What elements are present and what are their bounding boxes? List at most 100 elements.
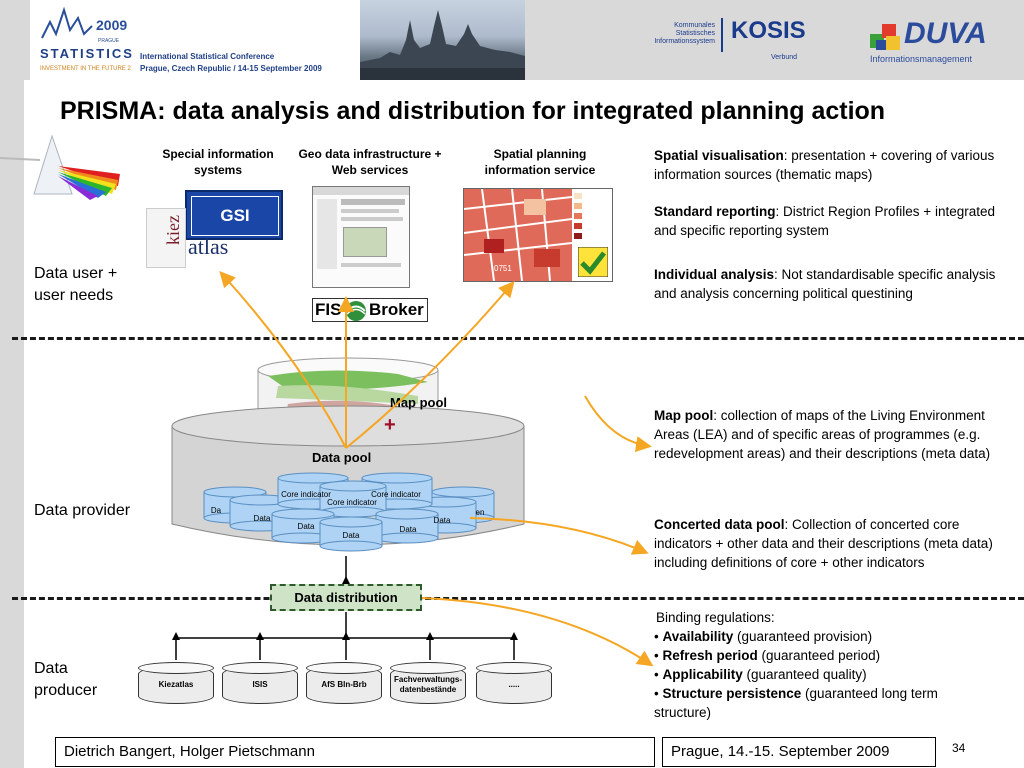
producer-afs: AfS Bln-Brb bbox=[306, 662, 382, 708]
data-pool-label: Data pool bbox=[312, 450, 372, 465]
label-data-provider: Data provider bbox=[34, 502, 131, 519]
producer-label: ..... bbox=[508, 680, 520, 689]
producer-cap bbox=[476, 662, 552, 674]
service-label-geo: Geo data infrastructure + Web services bbox=[298, 147, 442, 177]
legend-swatch bbox=[574, 213, 582, 219]
producer-label: Kiezatlas bbox=[158, 680, 194, 689]
fis-text: FIS bbox=[315, 300, 342, 319]
spatial-visualisation-desc: : presentation + covering of various inf… bbox=[654, 148, 995, 182]
map-area-label: 0751 bbox=[494, 264, 512, 273]
service-label-spatial: Spatial planning information service bbox=[484, 147, 596, 177]
binding-item-availability-bold: Availability bbox=[662, 629, 734, 644]
browser-sidebar bbox=[317, 199, 337, 269]
kosis-sub: Verbund bbox=[771, 54, 798, 61]
spatial-visualisation-heading: Spatial visualisation bbox=[654, 148, 784, 163]
data-label-far-left: Da bbox=[210, 506, 222, 515]
spatial-planning-map: 0751 bbox=[463, 188, 613, 282]
kosis-left-line-1: Kommunales bbox=[674, 22, 715, 29]
kosis-name: KOSIS bbox=[731, 17, 806, 44]
producer-label: AfS Bln-Brb bbox=[321, 680, 367, 689]
spatial-visualisation-text: Spatial visualisation: presentation + co… bbox=[654, 146, 1020, 184]
footer-place-date: Prague, 14.-15. September 2009 bbox=[662, 737, 936, 767]
conference-line-2: Prague, Czech Republic / 14-15 September… bbox=[140, 64, 322, 73]
text-line bbox=[341, 263, 401, 267]
gsi-logo-text: GSI SYSTEM bbox=[191, 196, 279, 263]
standard-reporting-text: Standard reporting: District Region Prof… bbox=[654, 202, 1020, 240]
duva-logo: DUVA Informationsmanagement bbox=[868, 18, 1008, 68]
thematic-map: 0751 bbox=[463, 188, 573, 282]
producer-label: ISIS bbox=[252, 680, 268, 689]
standard-reporting-heading: Standard reporting bbox=[654, 204, 776, 219]
atlas-logo-text: atlas bbox=[188, 234, 229, 259]
broker-text: Broker bbox=[369, 300, 424, 319]
legend-swatch bbox=[574, 223, 582, 229]
logo-city: PRAGUE bbox=[98, 38, 120, 44]
binding-item-structure-rest: (guaranteed long term structure) bbox=[654, 686, 938, 720]
text-line bbox=[341, 199, 405, 205]
map-pool-label: Map pool bbox=[390, 395, 448, 410]
binding-item-applicability: • Applicability (guaranteed quality) bbox=[654, 667, 867, 682]
slide-title: PRISMA: data analysis and distribution f… bbox=[60, 97, 886, 125]
concerted-data-pool-desc: : Collection of concerted core indicator… bbox=[654, 517, 993, 570]
kosis-left-line-3: Informationssystem bbox=[654, 38, 715, 45]
geo-web-screenshot bbox=[312, 186, 410, 288]
duva-name: DUVA bbox=[904, 17, 987, 50]
statistics-logo: 2009 PRAGUE STATISTICS INVESTMENT IN THE… bbox=[40, 6, 132, 72]
page-number: 34 bbox=[952, 741, 966, 755]
legend-swatch bbox=[574, 233, 582, 239]
text-line bbox=[341, 209, 399, 213]
browser-bar bbox=[313, 187, 409, 195]
data-distribution-box: Data distribution bbox=[270, 584, 422, 611]
text-line bbox=[341, 217, 403, 221]
individual-analysis-desc: : Not standardisable specific analysis a… bbox=[654, 267, 996, 301]
legend-swatch bbox=[574, 193, 582, 199]
duva-cube-icon bbox=[870, 24, 900, 50]
conference-line-1: International Statistical Conference bbox=[140, 52, 275, 61]
producer-isis: ISIS bbox=[222, 662, 298, 708]
concerted-data-pool-text: Concerted data pool: Collection of conce… bbox=[654, 515, 994, 572]
standard-reporting-desc: : District Region Profiles + integrated … bbox=[654, 204, 995, 238]
map-pool-heading: Map pool bbox=[654, 408, 714, 423]
skyline-graph bbox=[41, 6, 93, 39]
kosis-left-line-2: Statistisches bbox=[675, 30, 715, 37]
data-cylinders bbox=[203, 472, 495, 552]
data-label-5: Data bbox=[342, 531, 360, 540]
separator-provider-producer bbox=[12, 597, 1024, 600]
checkmark-app-icon bbox=[578, 247, 608, 277]
data-label-3: Data bbox=[297, 522, 315, 531]
service-label-special: Special information systems bbox=[162, 147, 274, 177]
concerted-data-pool-heading: Concerted data pool bbox=[654, 517, 785, 532]
conference-logo: 2009 PRAGUE STATISTICS INVESTMENT IN THE… bbox=[30, 0, 360, 80]
binding-item-refresh-bold: Refresh period bbox=[662, 648, 758, 663]
map-pool-desc: : collection of maps of the Living Envir… bbox=[654, 408, 991, 461]
data-label-far-right: en bbox=[475, 508, 485, 517]
data-label-2: Data bbox=[433, 516, 451, 525]
producer-kiezatlas: Kiezatlas bbox=[138, 662, 214, 708]
duva-sub: Informationsmanagement bbox=[870, 54, 973, 64]
data-label-4: Data bbox=[399, 525, 417, 534]
kosis-divider bbox=[721, 18, 723, 52]
producer-cap bbox=[390, 662, 466, 674]
individual-analysis-heading: Individual analysis bbox=[654, 267, 775, 282]
map-preview bbox=[343, 227, 387, 257]
binding-item-structure: • Structure persistence (guaranteed long… bbox=[654, 686, 938, 720]
binding-item-refresh: • Refresh period (guaranteed period) bbox=[654, 648, 881, 663]
kosis-logo: Kommunales Statistisches Informationssys… bbox=[635, 16, 825, 68]
label-data-producer: Data producer bbox=[34, 660, 98, 699]
footer-authors: Dietrich Bangert, Holger Pietschmann bbox=[55, 737, 655, 767]
producer-cap bbox=[138, 662, 214, 674]
plus-sign: + bbox=[384, 414, 396, 436]
legend-swatch bbox=[574, 203, 582, 209]
producer-more: ..... bbox=[476, 662, 552, 708]
gsi-system-logo: GSI SYSTEM bbox=[185, 190, 283, 263]
core-indicator-right: Core indicator bbox=[371, 490, 421, 499]
binding-item-applicability-rest: (guaranteed quality) bbox=[742, 667, 867, 682]
binding-item-availability-rest: (guaranteed provision) bbox=[733, 629, 873, 644]
individual-analysis-text: Individual analysis: Not standardisable … bbox=[654, 265, 1020, 303]
kiez-map-thumbnail: kiez bbox=[146, 208, 186, 268]
core-indicator-left: Core indicator bbox=[281, 490, 331, 499]
map-pool-text: Map pool: collection of maps of the Livi… bbox=[654, 406, 1014, 463]
core-indicator-center: Core indicator bbox=[327, 498, 377, 507]
separator-user-provider bbox=[12, 337, 1024, 340]
prism-icon bbox=[0, 134, 120, 200]
